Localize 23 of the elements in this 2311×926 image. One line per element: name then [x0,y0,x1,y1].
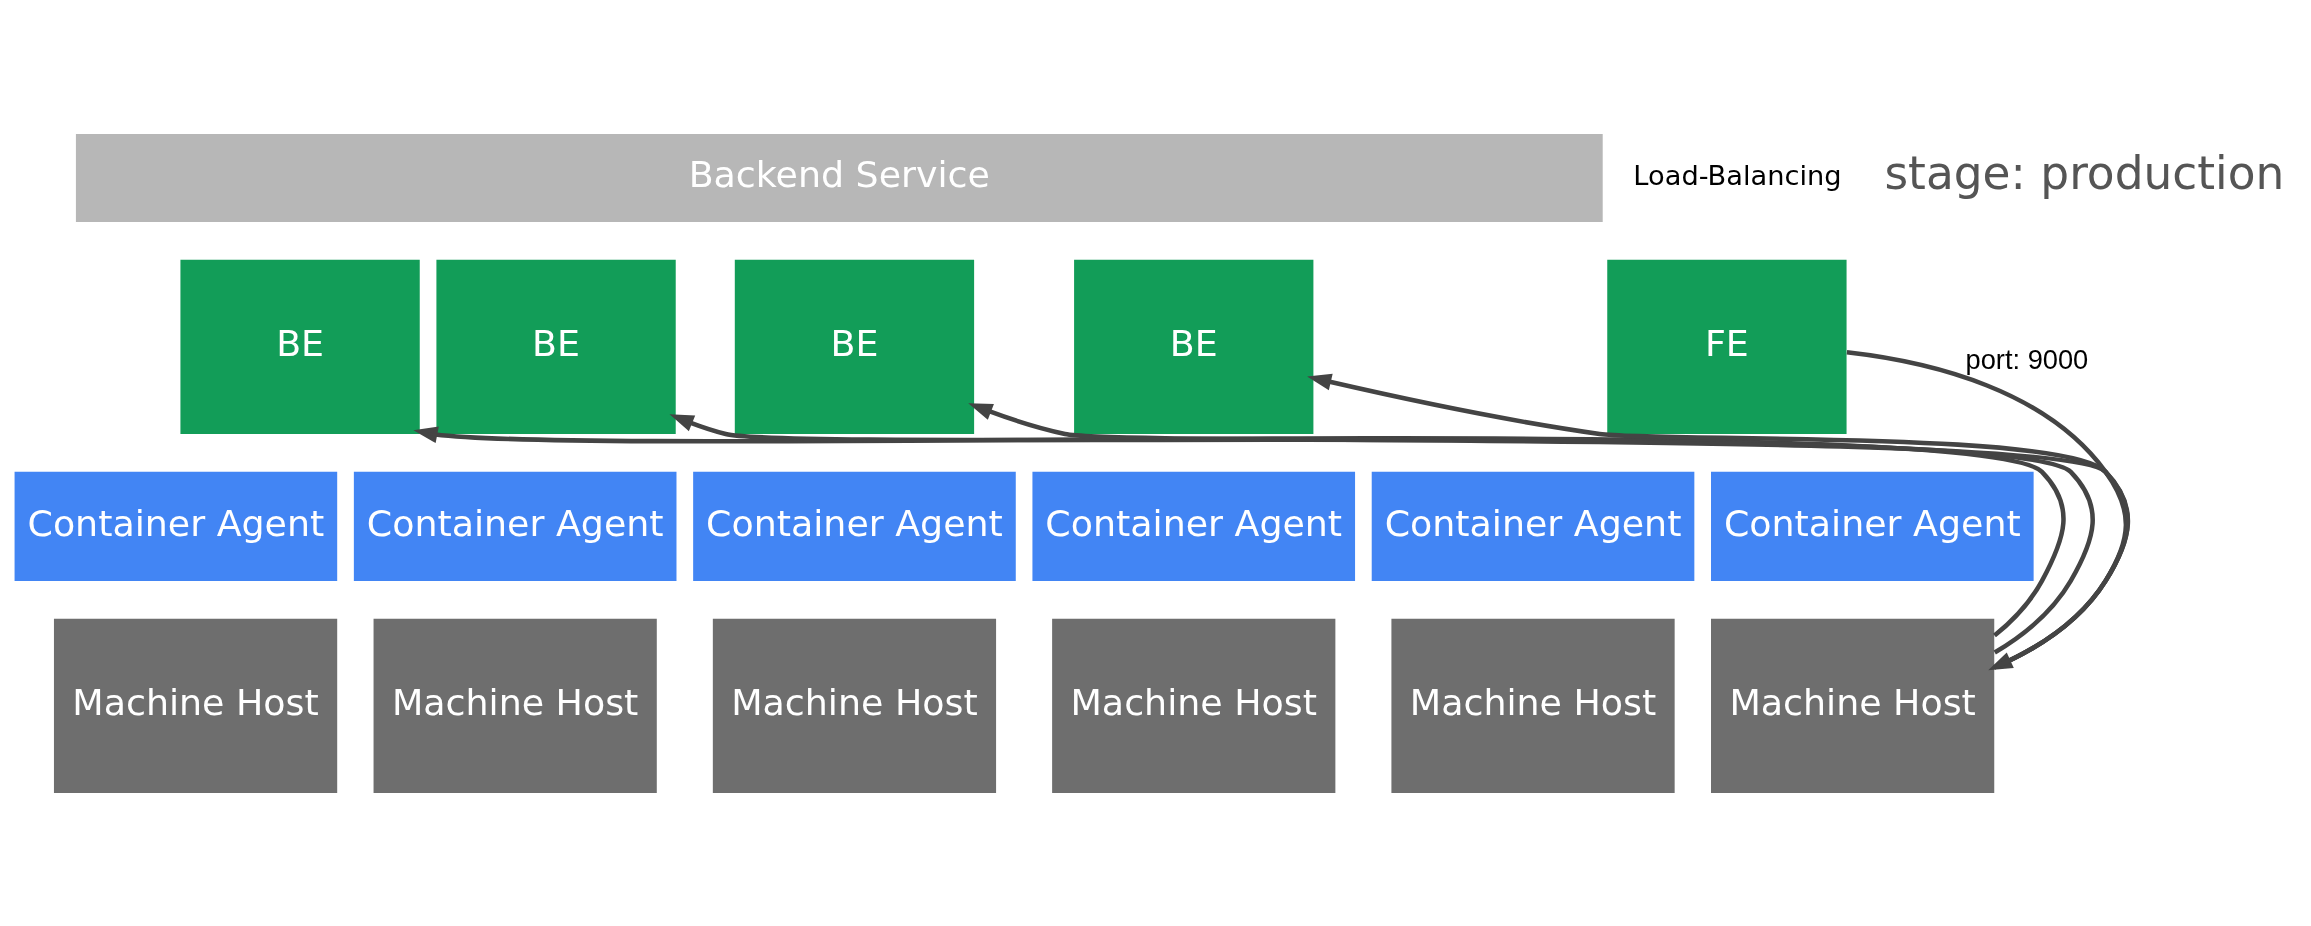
node-box: Container Agent [14,471,338,581]
node-box: Container Agent [1371,471,1695,581]
node-box: Backend Service [75,133,1603,222]
node-box: BE [1074,259,1314,434]
node-box: Container Agent [693,471,1016,581]
node-box: Container Agent [353,471,677,581]
node-box: Machine Host [373,618,657,793]
node-box: Machine Host [1711,618,1995,793]
node-box: FE [1607,259,1847,434]
edge-label: port: 9000 [1965,343,2089,375]
node-box: BE [180,259,420,434]
node-box: Machine Host [712,618,997,793]
node-box: Machine Host [1391,618,1675,793]
label: Load-Balancing [1633,159,1842,191]
node-box: BE [436,259,676,434]
node-box: Container Agent [1711,471,2034,581]
node-box: Container Agent [1032,471,1356,581]
node-box: Machine Host [53,618,338,793]
node-box: BE [734,259,975,434]
label: stage: production [1884,146,2285,200]
arrow [669,413,2095,654]
node-box: Machine Host [1052,618,1336,793]
arrow [413,425,2066,637]
